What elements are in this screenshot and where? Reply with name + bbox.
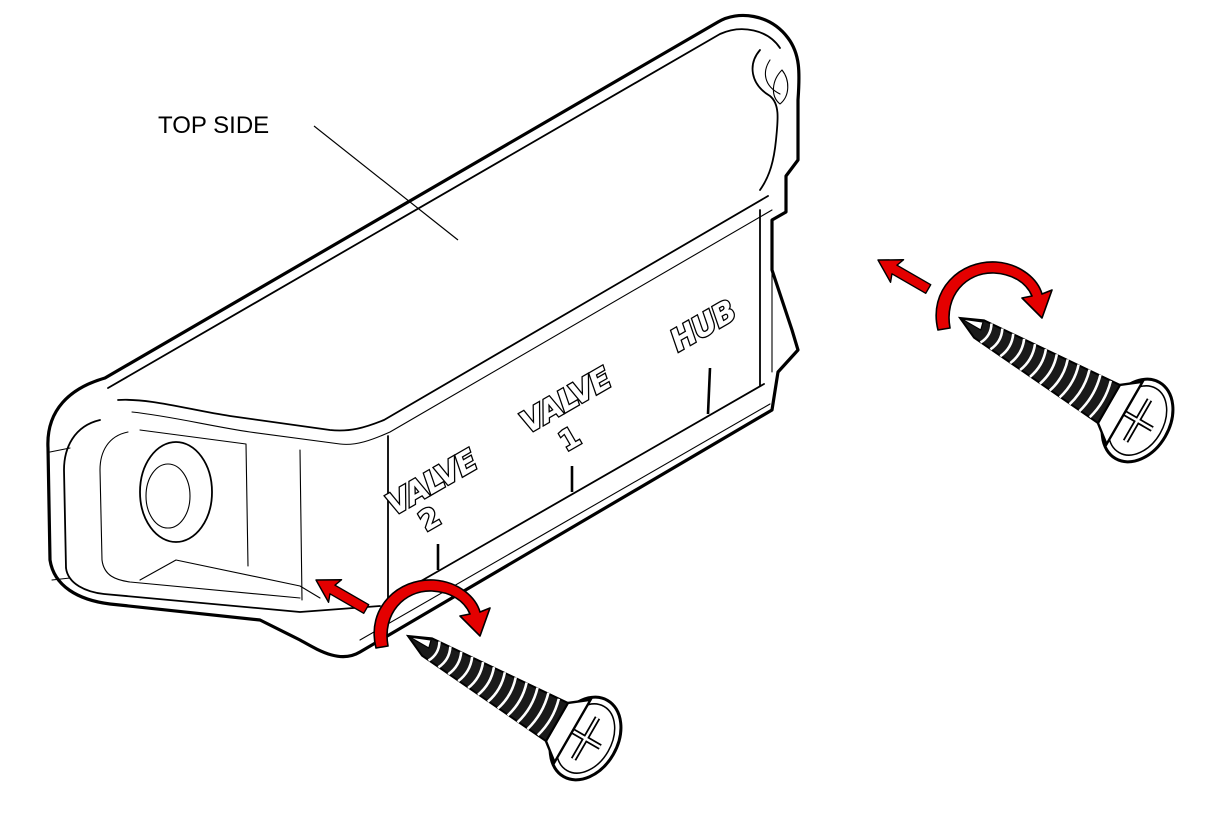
label-valve-2-num: 2	[413, 500, 446, 538]
top-side-callout: TOP SIDE	[158, 112, 459, 241]
left-screw-assembly	[308, 568, 636, 793]
left-pocket-wall	[139, 429, 303, 601]
top-face-ridge	[107, 28, 781, 389]
left-screw-icon	[386, 598, 635, 793]
end-cap-hole	[772, 69, 789, 105]
top-side-leader-line	[313, 125, 459, 241]
left-pocket-floor	[139, 559, 321, 599]
front-face-bottom	[387, 383, 765, 601]
top-face-front-edge	[117, 195, 769, 432]
engraved-labels: VALVE 2 VALVE 1 HUB	[379, 293, 743, 570]
end-cap-hook	[751, 49, 779, 191]
left-pocket-outer	[63, 419, 381, 613]
tick-hub	[706, 367, 712, 415]
left-pocket-inner	[99, 431, 301, 599]
right-rotation-arrow-icon	[935, 261, 1053, 331]
right-screw-icon	[938, 280, 1187, 475]
label-valve-1-num: 1	[553, 420, 586, 458]
left-end-rib	[49, 447, 71, 581]
bracket-outline	[46, 13, 801, 659]
right-screw-assembly	[870, 248, 1188, 475]
front-face-bottom-2	[359, 403, 771, 641]
top-side-label: TOP SIDE	[158, 112, 269, 139]
left-screw-hole	[139, 441, 213, 543]
top-face-bevel	[131, 209, 773, 445]
left-push-arrow-icon	[308, 568, 374, 621]
right-push-arrow-icon	[870, 248, 936, 301]
left-screw-hole-inner	[145, 463, 191, 529]
label-hub: HUB	[665, 294, 743, 359]
bracket-body	[46, 13, 801, 659]
end-cap-hook-inner	[764, 59, 781, 95]
